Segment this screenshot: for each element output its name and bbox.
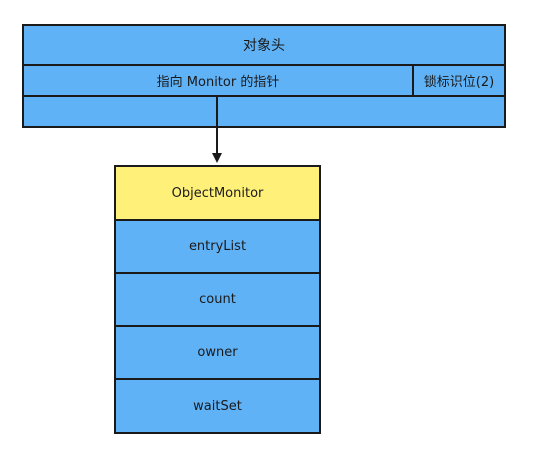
- object-monitor-divider-1: [116, 272, 319, 274]
- lock-flag-cell: 锁标识位(2): [414, 66, 504, 95]
- pointer-arrow-head: [212, 153, 222, 163]
- monitor-field-owner: owner: [116, 327, 319, 378]
- monitor-field-waitset: waitSet: [116, 380, 319, 432]
- monitor-pointer-text: 指向 Monitor 的指针: [156, 75, 280, 90]
- monitor-field-text: entryList: [188, 239, 247, 254]
- object-header-empty-row: [24, 97, 504, 126]
- object-monitor-divider-2: [116, 325, 319, 327]
- object-header-title-text: 对象头: [243, 38, 285, 54]
- lock-flag-text: 锁标识位(2): [423, 75, 495, 90]
- object-header-divider-2: [24, 95, 504, 97]
- object-header-cell-divider: [412, 66, 414, 95]
- object-monitor-divider-0: [116, 219, 319, 221]
- monitor-field-text: count: [199, 292, 236, 307]
- monitor-field-text: owner: [197, 345, 238, 360]
- object-header-divider-1: [24, 64, 504, 66]
- object-header-title: 对象头: [24, 26, 504, 64]
- monitor-pointer-cell: 指向 Monitor 的指针: [24, 66, 412, 95]
- object-monitor-title-text: ObjectMonitor: [171, 185, 264, 201]
- object-monitor-divider-3: [116, 378, 319, 380]
- object-monitor-title: ObjectMonitor: [116, 167, 319, 219]
- monitor-field-text: waitSet: [193, 398, 242, 414]
- monitor-field-count: count: [116, 274, 319, 325]
- pointer-arrow-line: [216, 95, 218, 153]
- object-header: [22, 24, 506, 128]
- monitor-field-entrylist: entryList: [116, 221, 319, 272]
